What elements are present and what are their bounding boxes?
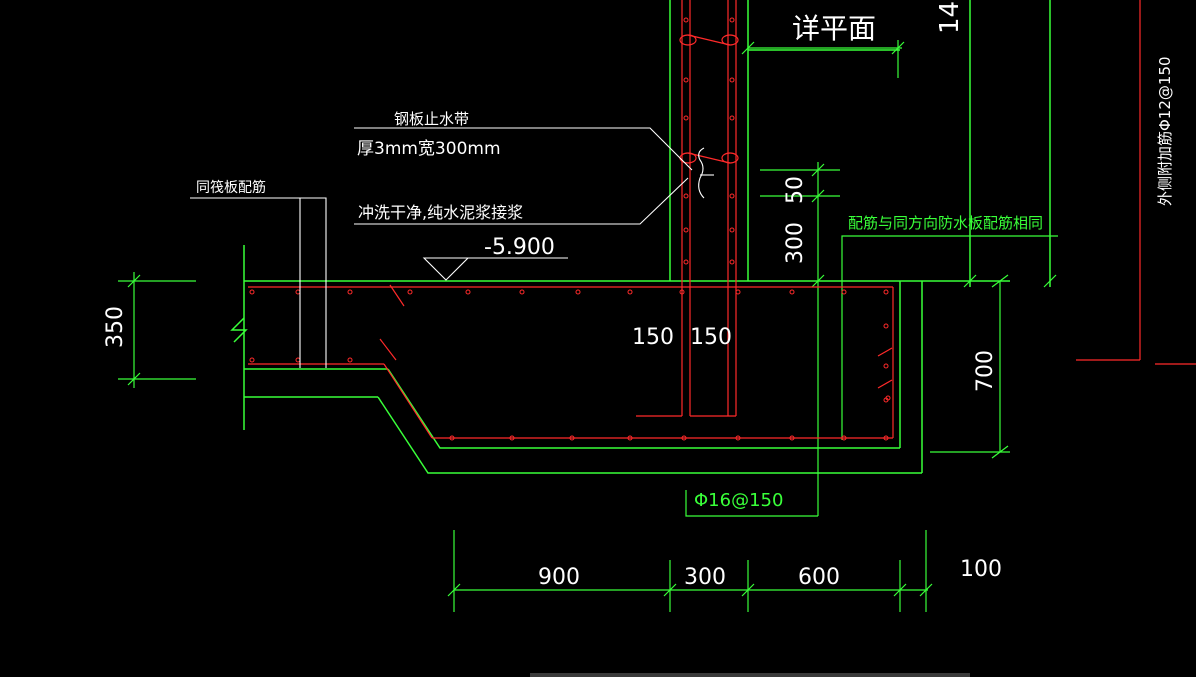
rebar-same-direction-label: 配筋与同方向防水板配筋相同 [848,214,1043,232]
horizontal-scrollbar[interactable] [530,673,970,677]
dim-100: 100 [960,557,1002,582]
annotation-leaders [190,127,714,368]
annotations-text: 钢板止水带 厚3mm宽300mm 同筏板配筋 冲洗干净,纯水泥浆接浆 -5.90… [103,1,1174,590]
steel-plate-title: 钢板止水带 [394,110,469,128]
outer-rebar-label: 外侧附加筋Φ12@150 [1156,56,1174,206]
dim-350: 350 [103,306,128,348]
dim-150-left: 150 [632,325,674,350]
dim-50-vertical: 50 [783,176,808,204]
same-slab-rebar-label: 同筏板配筋 [196,179,266,196]
steel-plate-spec: 厚3mm宽300mm [357,139,501,159]
elevation-label: -5.900 [484,235,555,260]
dim-300: 300 [684,565,726,590]
dim-900: 900 [538,565,580,590]
rebar-lines [248,0,1196,439]
top-cut-number: 14 [935,1,965,34]
bottom-rebar-label: Φ16@150 [694,490,783,511]
structure-outline [230,0,1051,474]
dim-600: 600 [798,565,840,590]
dim-700: 700 [973,350,998,392]
detail-plan-label: 详平面 [792,12,876,45]
dimension-lines [118,40,1058,612]
wash-note: 冲洗干净,纯水泥浆接浆 [358,203,523,222]
dim-300-vertical: 300 [783,222,808,264]
dim-150-right: 150 [690,325,732,350]
rebar-dots [249,17,891,441]
